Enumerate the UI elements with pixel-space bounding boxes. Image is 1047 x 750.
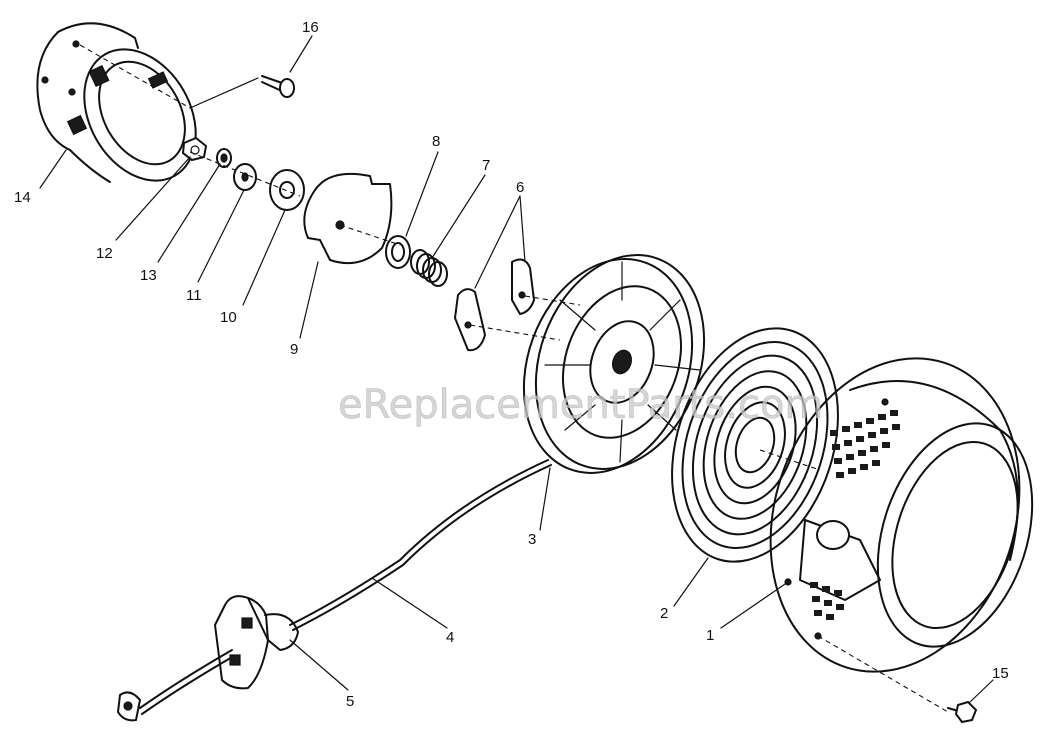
axis-line (817, 635, 949, 713)
axis-line (759, 449, 821, 471)
callout-2: 2 (660, 605, 668, 622)
leader-line-16 (189, 77, 259, 109)
leader-lines (39, 35, 994, 703)
part-13-lock-washer (216, 148, 232, 168)
callout-12: 12 (96, 245, 113, 262)
rope-end-knot (117, 691, 141, 722)
part-15-bolt (947, 700, 978, 724)
callout-16: 16 (302, 19, 319, 36)
part-10-washer (269, 169, 305, 211)
part-7-spring (410, 249, 448, 287)
callout-8: 8 (432, 133, 440, 150)
axis-line (469, 324, 561, 341)
part-1-starter-housing (769, 357, 1034, 673)
part-16-screw (261, 75, 295, 98)
callout-5: 5 (346, 693, 354, 710)
axis-line (189, 151, 301, 197)
part-5-starter-handle (214, 595, 299, 690)
part-11-washer (233, 163, 257, 191)
part-12-nut (181, 136, 208, 162)
part-8-clip (385, 235, 411, 269)
callout-3: 3 (528, 531, 536, 548)
callout-4: 4 (446, 629, 454, 646)
part-6-pawls (454, 258, 535, 352)
part-3-pulley (522, 254, 706, 474)
part-2-recoil-spring (671, 327, 839, 563)
callout-15: 15 (992, 665, 1009, 682)
axis-line (79, 44, 191, 109)
callout-14: 14 (14, 189, 31, 206)
callout-10: 10 (220, 309, 237, 326)
callout-13: 13 (140, 267, 157, 284)
callout-11: 11 (186, 287, 202, 304)
callout-numbers: 1 2 3 4 5 6 7 8 9 10 11 12 13 14 15 16 (14, 19, 1009, 710)
callout-1: 1 (706, 627, 714, 644)
axis-line (339, 224, 401, 246)
part-4-starter-rope (139, 459, 552, 715)
watermark: eReplacementParts.com (338, 382, 823, 428)
callout-9: 9 (290, 341, 298, 358)
callout-6: 6 (516, 179, 524, 196)
part-9-retainer-plate (303, 172, 393, 264)
callout-7: 7 (482, 157, 490, 174)
part-14-starter-cup (36, 22, 197, 183)
